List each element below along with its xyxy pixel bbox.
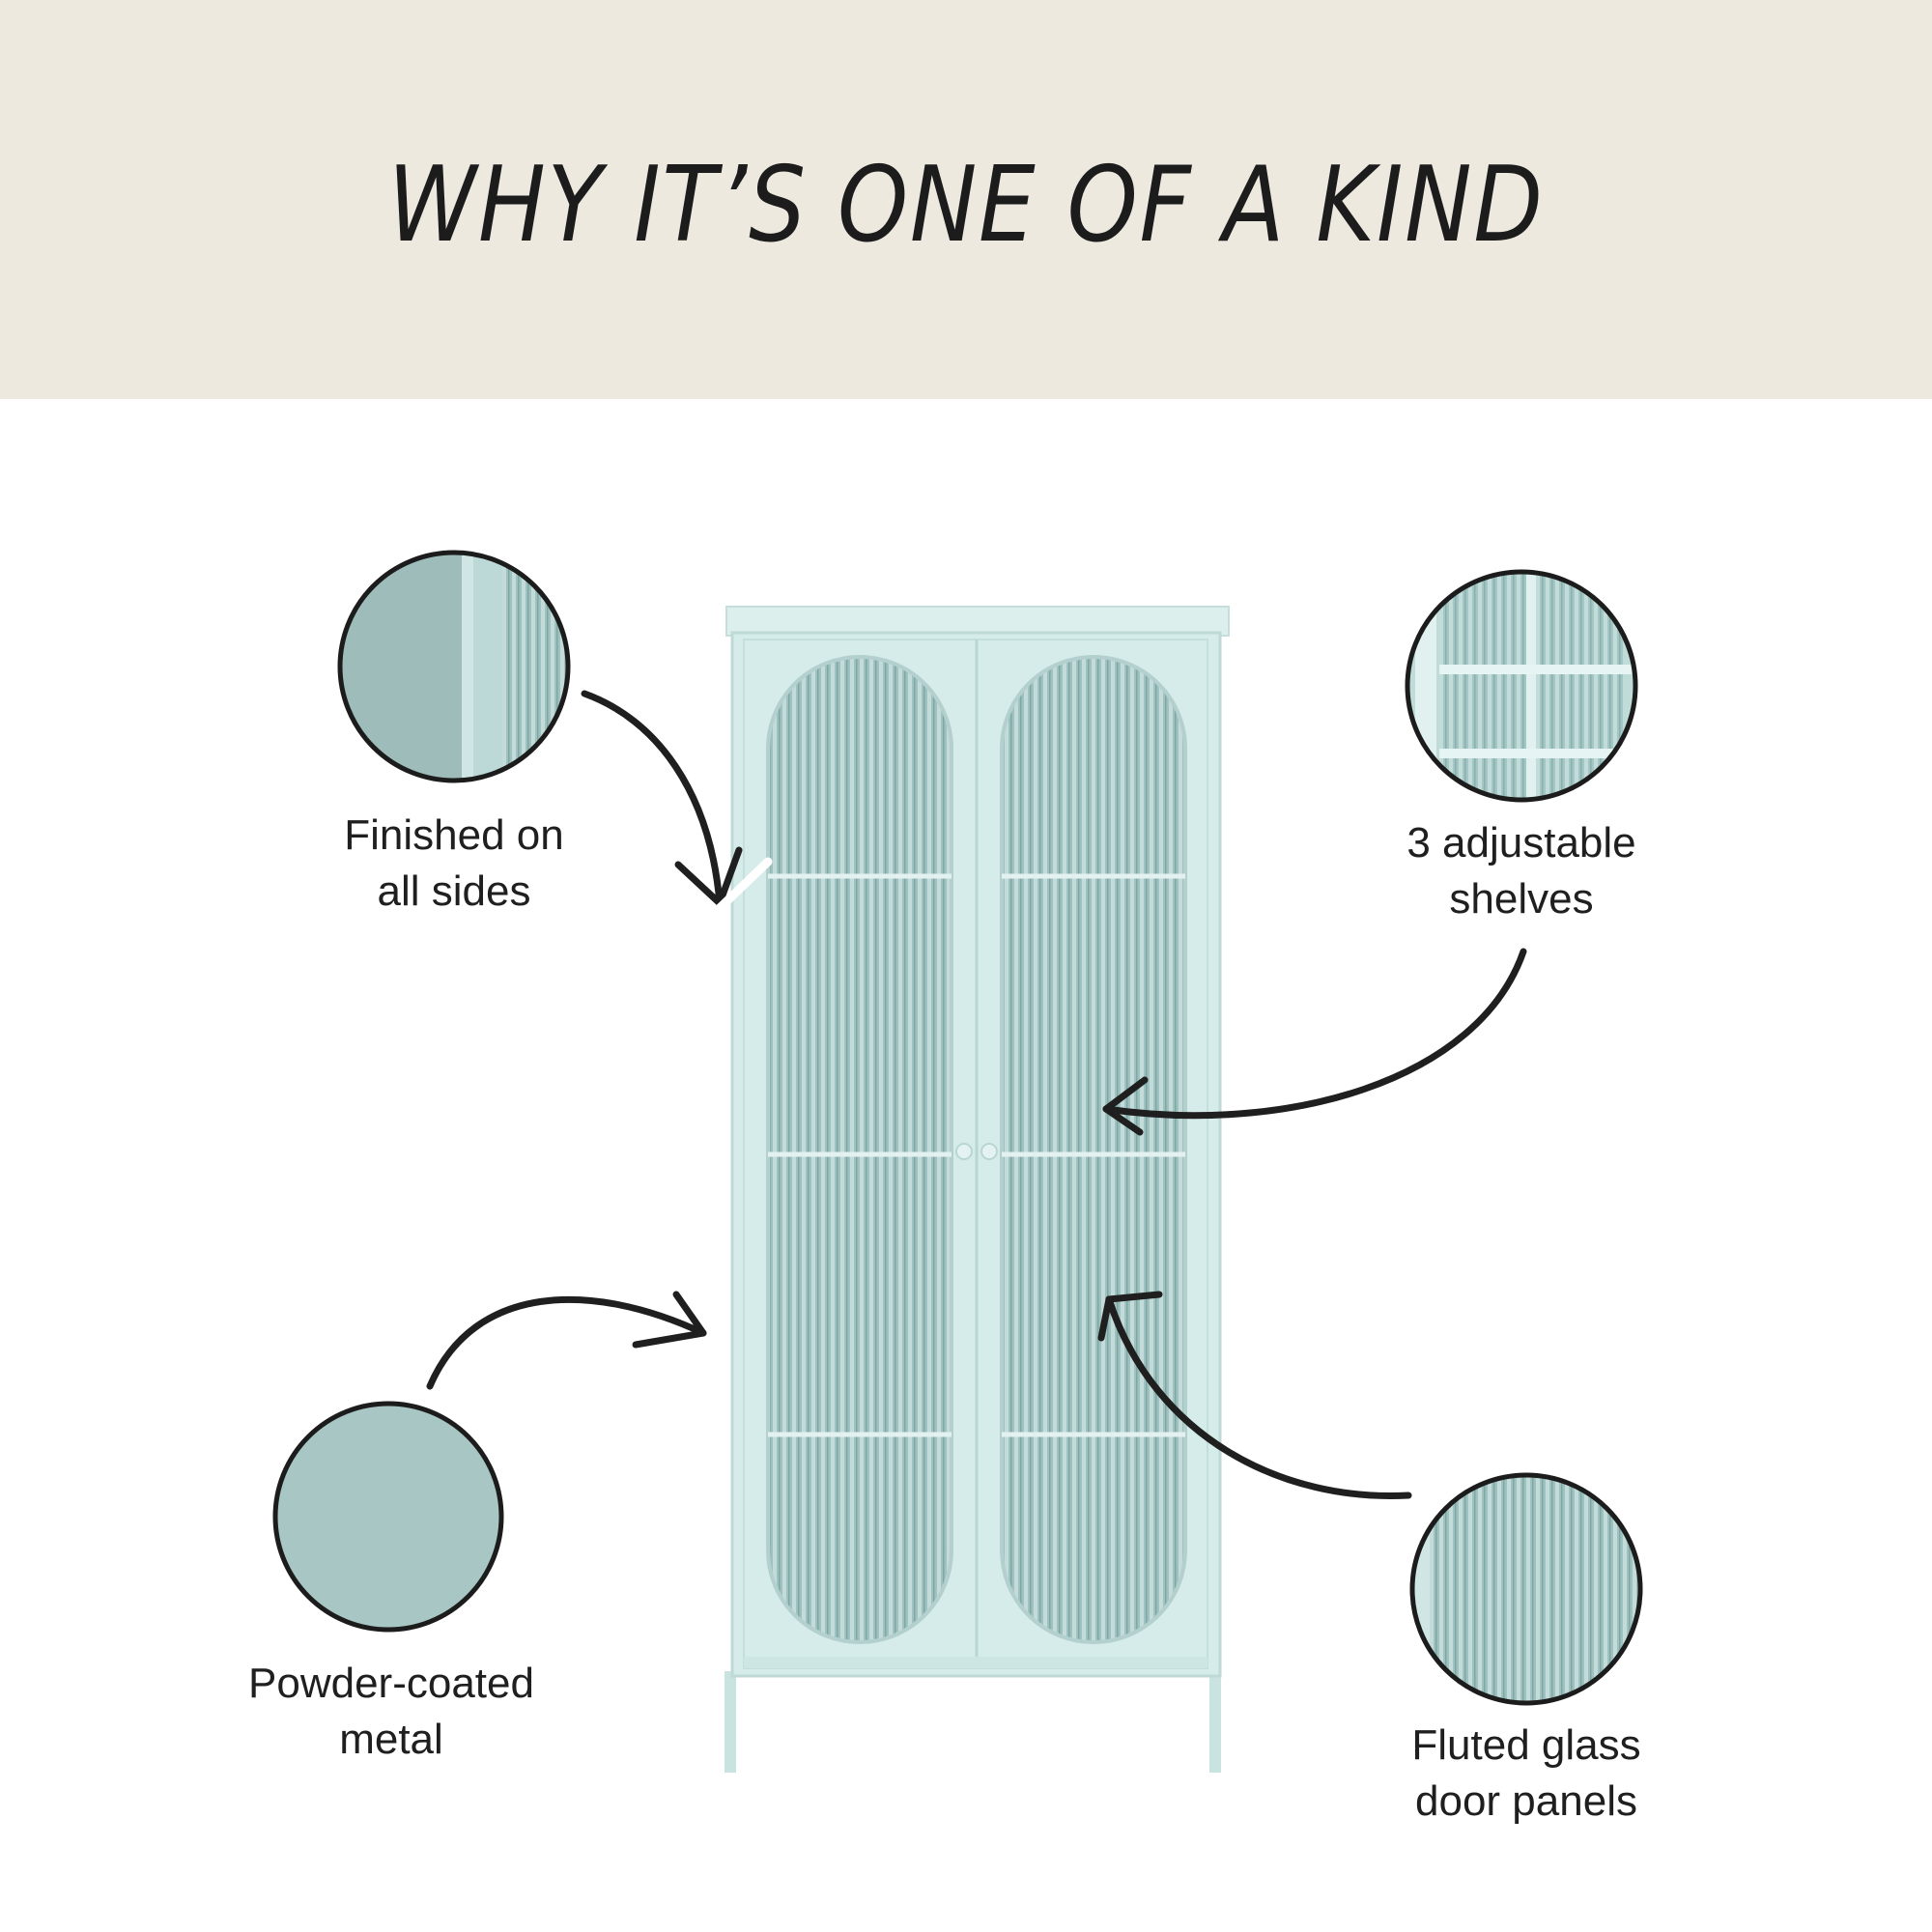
door-knob-right [980, 1143, 998, 1160]
cabinet [724, 606, 1230, 1773]
door-knob-left [955, 1143, 973, 1160]
right-door-window [1000, 655, 1187, 1644]
label-fluted-glass: Fluted glass door panels [1411, 1721, 1641, 1825]
label-powder-coated: Powder-coated metal [248, 1660, 534, 1763]
finished-sides-icon [337, 550, 571, 783]
fluted-glass-icon [1409, 1472, 1643, 1706]
label-adjustable-shelves: 3 adjustable shelves [1406, 819, 1636, 923]
label-finished-sides: Finished on all sides [344, 811, 564, 915]
page-title: WHY IT’S ONE OF A KIND [387, 145, 1545, 266]
color-swatch-icon [272, 1401, 504, 1633]
shelves-icon [1405, 569, 1638, 803]
cabinet-leg-right [1209, 1671, 1221, 1773]
left-door-window [766, 655, 953, 1644]
arrow-finished-sides [581, 690, 773, 913]
cabinet-leg-left [724, 1671, 736, 1773]
arrow-fluted-glass [1097, 1291, 1412, 1500]
arrow-powder-coated [426, 1291, 707, 1390]
header-banner [0, 0, 1932, 399]
arrow-adjustable-shelves [1102, 948, 1527, 1136]
